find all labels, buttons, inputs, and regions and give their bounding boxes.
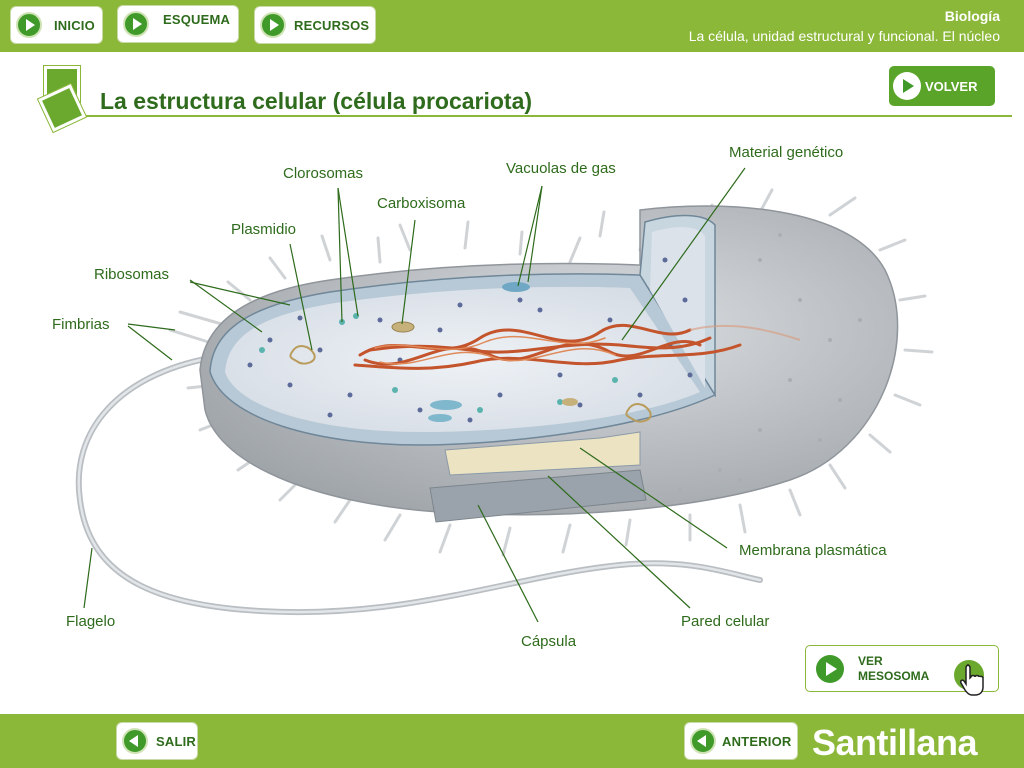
esquema-label: ESQUEMA <box>163 11 231 27</box>
plasmid <box>289 345 316 365</box>
santillana-logo: Santillana <box>812 722 978 763</box>
gas-vacuole <box>502 282 530 292</box>
wall-slab <box>429 469 647 523</box>
gas-vacuole <box>430 400 462 410</box>
gas-vacuole <box>428 414 452 422</box>
ver-mesosoma-label: VER MESOSOMA <box>858 654 930 683</box>
label-ribosomas: Ribosomas <box>94 266 170 283</box>
leader-lines <box>83 167 746 623</box>
volver-button[interactable]: VOLVER <box>889 66 995 106</box>
label-capsula: Cápsula <box>521 633 577 650</box>
label-membrana: Membrana plasmática <box>739 542 887 559</box>
label-pared-celular: Pared celular <box>681 613 770 630</box>
genetic-material-highlight <box>374 335 616 365</box>
chlorosomes <box>259 313 618 413</box>
recursos-label: RECURSOS <box>294 17 370 33</box>
esquema-button[interactable]: ESQUEMA <box>117 5 239 43</box>
play-icon <box>893 72 921 100</box>
cytoplasm-upper <box>650 227 705 388</box>
salir-label: SALIR <box>156 733 196 749</box>
label-fimbrias: Fimbrias <box>52 316 110 333</box>
back-arrow-icon <box>690 728 716 754</box>
title-underline <box>86 115 1012 117</box>
inicio-label: INICIO <box>54 17 95 33</box>
play-icon <box>816 655 844 683</box>
hand-cursor-icon <box>960 664 984 696</box>
subject-title: Biología <box>944 8 1000 24</box>
label-carboxisoma: Carboxisoma <box>377 195 466 212</box>
play-icon <box>260 12 286 38</box>
genetic-material-strand <box>689 324 801 341</box>
play-icon <box>123 11 149 37</box>
membrane-section <box>444 431 641 476</box>
recursos-button[interactable]: RECURSOS <box>254 6 376 44</box>
label-clorosomas: Clorosomas <box>283 165 364 182</box>
anterior-button[interactable]: ANTERIOR <box>684 722 798 760</box>
plasmid <box>625 403 652 423</box>
inicio-button[interactable]: INICIO <box>10 6 103 44</box>
unit-title: La célula, unidad estructural y funciona… <box>688 28 1000 44</box>
play-icon <box>16 12 42 38</box>
subject-header: Biología La célula, unidad estructural y… <box>689 8 1000 44</box>
label-plasmidio: Plasmidio <box>231 221 297 238</box>
salir-button[interactable]: SALIR <box>116 722 198 760</box>
label-material-genetico: Material genético <box>729 144 844 161</box>
back-arrow-icon <box>122 728 148 754</box>
label-vacuolas: Vacuolas de gas <box>506 160 616 177</box>
label-flagelo: Flagelo <box>66 613 116 630</box>
carboxysome <box>562 398 578 406</box>
carboxysome <box>391 321 415 333</box>
volver-label: VOLVER <box>925 78 978 94</box>
page-title: La estructura celular (célula procariota… <box>100 88 533 114</box>
anterior-label: ANTERIOR <box>722 733 792 749</box>
